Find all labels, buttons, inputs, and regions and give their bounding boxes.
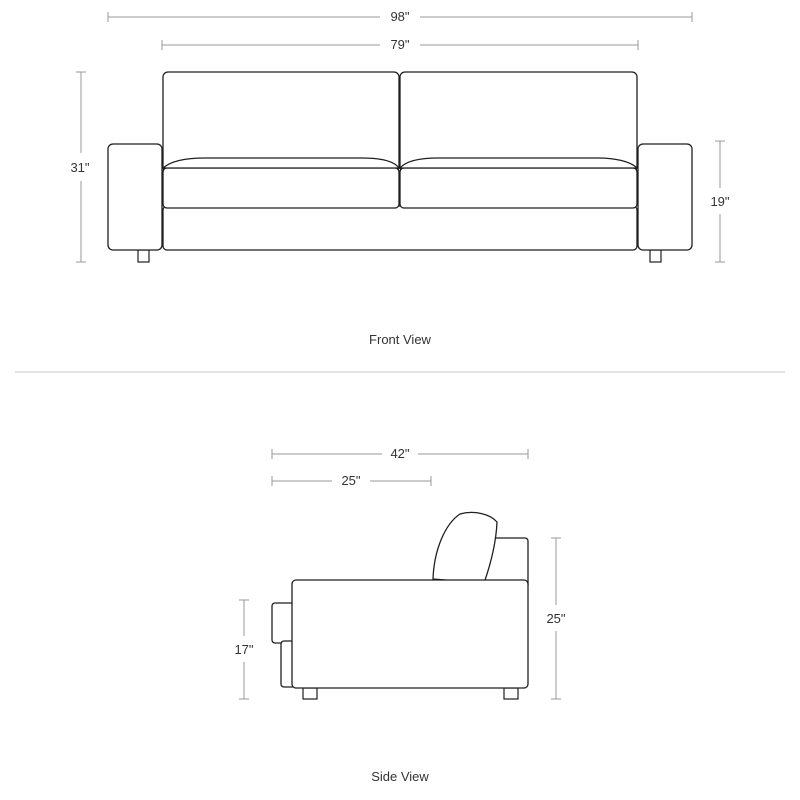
dim-label-inner-width: 79" xyxy=(390,37,409,52)
front-view-caption: Front View xyxy=(369,332,431,347)
dim-seat-height: 17" xyxy=(234,599,254,700)
front-view-diagram: 98" 79" 31" 19" xyxy=(70,9,730,263)
side-leg-back xyxy=(503,687,519,700)
sofa-side xyxy=(271,511,529,700)
back-cushion-right xyxy=(399,71,638,173)
dim-label-overall-width: 98" xyxy=(390,9,409,24)
armrest-right xyxy=(637,143,693,251)
side-back-cushion xyxy=(432,511,498,584)
seat-cushion-right-top xyxy=(398,157,639,169)
dim-overall-width: 98" xyxy=(107,9,693,24)
seat-cushion-left-top xyxy=(161,157,401,169)
side-armrest xyxy=(291,579,529,689)
dim-label-seat-height: 17" xyxy=(234,642,253,657)
dim-overall-depth: 42" xyxy=(271,446,529,461)
armrest-left xyxy=(107,143,163,251)
sofa-base xyxy=(162,205,638,251)
dim-label-back-height: 25" xyxy=(546,611,565,626)
dim-label-overall-depth: 42" xyxy=(390,446,409,461)
front-leg-right xyxy=(649,249,662,263)
dim-arm-height: 19" xyxy=(710,140,730,263)
dim-back-height: 25" xyxy=(546,537,566,700)
back-cushion-left xyxy=(162,71,400,173)
dim-seat-depth: 25" xyxy=(271,473,432,488)
seat-cushion-right xyxy=(399,167,638,209)
dim-overall-height: 31" xyxy=(70,71,90,263)
side-view-caption: Side View xyxy=(371,769,429,784)
side-leg-front xyxy=(302,687,318,700)
dim-label-arm-height: 19" xyxy=(710,194,729,209)
seat-cushion-left xyxy=(162,167,400,209)
front-leg-left xyxy=(137,249,150,263)
sofa-front xyxy=(107,71,693,263)
dim-inner-width: 79" xyxy=(161,37,639,52)
dim-label-overall-height: 31" xyxy=(70,160,89,175)
dim-label-seat-depth: 25" xyxy=(341,473,360,488)
side-view-diagram: 42" 25" 17" 25" xyxy=(234,446,566,700)
side-seat-cushion xyxy=(271,602,295,644)
